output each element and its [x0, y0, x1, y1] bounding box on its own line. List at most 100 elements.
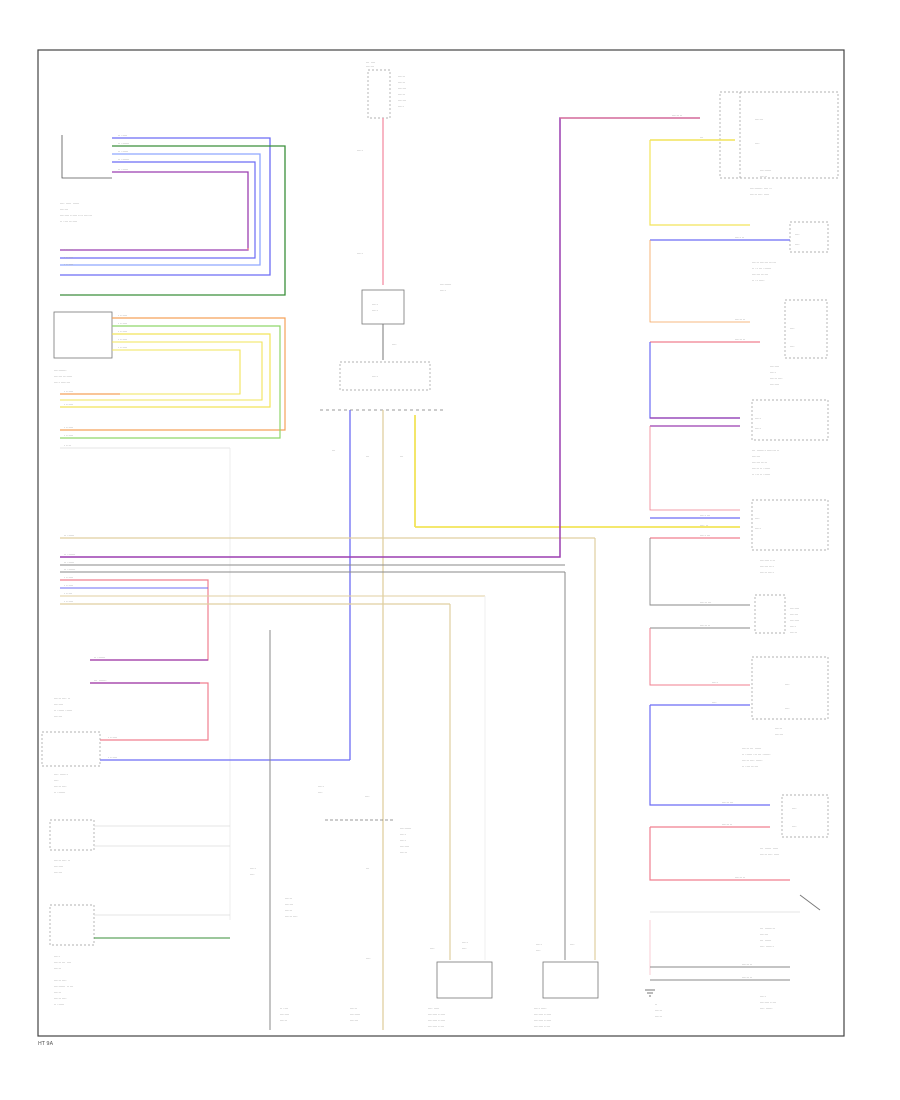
svg-text:······ ···: ······ ···: [700, 601, 711, 605]
svg-text:····: ····: [785, 707, 790, 711]
svg-text:·····: ·····: [440, 289, 446, 293]
svg-text:····: ····: [795, 243, 800, 247]
svg-text:·····: ·····: [54, 955, 60, 959]
svg-text:······ ···· ·····: ······ ···· ·····: [760, 853, 779, 857]
diagram-code: HT 9A: [38, 1041, 54, 1047]
svg-text:······ ·· ······: ······ ·· ······: [752, 467, 770, 471]
svg-text:········: ········: [280, 1013, 289, 1017]
svg-text:·· ·····: ·· ·····: [118, 134, 127, 138]
svg-text:····: ····: [366, 957, 371, 961]
svg-text:········: ········: [54, 703, 63, 707]
svg-text:······ ··: ······ ··: [700, 624, 710, 628]
svg-text:········: ········: [790, 607, 799, 611]
svg-text:··········: ··········: [400, 827, 411, 831]
svg-text:·· ······: ·· ······: [118, 168, 128, 172]
svg-text:·· ·······: ·· ·······: [118, 142, 129, 146]
left-door-switch: ···· ······· ···· ······ ···· ·· ·······: [41, 731, 101, 795]
svg-text:········ ·····: ········ ·····: [760, 1001, 776, 1005]
svg-text:·····: ·····: [712, 681, 718, 685]
svg-text:·······: ·······: [54, 871, 62, 875]
svg-text:·····: ·····: [372, 303, 378, 307]
center-bottom-switch: ····· ···· ···· ·········· ····· ····· ·…: [318, 785, 411, 1023]
svg-text:······ ··: ······ ··: [742, 963, 752, 967]
right-center-sensor: ···· ····· ········ ···· ······· ···· ··…: [751, 499, 829, 575]
svg-text:···· ·····: ···· ·····: [428, 1007, 439, 1011]
svg-text:··· ·········: ··· ·········: [760, 927, 775, 931]
svg-text:······: ······: [398, 75, 405, 79]
svg-text:···· ··: ···· ··: [700, 524, 708, 528]
svg-text:·· ····: ·· ····: [280, 1007, 288, 1011]
svg-text:······ ··: ······ ··: [722, 823, 732, 827]
svg-text:········: ········: [790, 619, 799, 623]
svg-text:·· ······: ·· ······: [54, 1003, 64, 1007]
left-rear-sensor: ······ ···· ·· ········ ·······: [49, 819, 230, 875]
svg-text:··: ··: [655, 1003, 657, 1007]
svg-text:·····: ·····: [755, 427, 761, 431]
svg-text:· ······: · ······: [118, 346, 127, 350]
svg-text:·····: ·····: [400, 833, 406, 837]
svg-text:· ······: · ······: [118, 322, 127, 326]
svg-text:······ ····: ······ ····: [54, 979, 67, 983]
svg-text:······· ········: ······· ········: [54, 375, 72, 379]
svg-text:····: ····: [392, 343, 397, 347]
svg-text:·····: ·····: [790, 625, 796, 629]
svg-text:· ······: · ······: [64, 390, 73, 394]
svg-text:········ ······: ········ ······: [534, 1019, 551, 1023]
svg-text:··········· ···· ··: ··········· ···· ··: [750, 187, 772, 191]
svg-text:·····: ·····: [318, 785, 324, 789]
svg-text:·· ······: ·· ······: [64, 534, 74, 538]
svg-text:······ ···· ··: ······ ···· ··: [54, 697, 70, 701]
svg-text:·······: ·······: [760, 933, 768, 937]
svg-text:·······: ·······: [752, 455, 760, 459]
svg-text:········ ······: ········ ······: [534, 1013, 551, 1017]
svg-text:····· ··: ····· ··: [735, 236, 744, 240]
svg-text:········ ····: ········ ····: [760, 559, 775, 563]
svg-text:···········: ···········: [54, 369, 67, 373]
right-front-sensor-box: ····· ···· ···· ····· ····· ········ ···…: [534, 943, 599, 1029]
svg-text:· ······: · ······: [64, 403, 73, 407]
svg-text:··· ········ ········ ··: ··· ········ ········ ··: [752, 449, 779, 453]
svg-text:· ······: · ······: [108, 736, 117, 740]
svg-text:··· ····: ··· ····: [366, 61, 375, 65]
svg-text:·····: ·····: [400, 839, 406, 843]
svg-text:····: ····: [792, 807, 797, 811]
svg-text:········ ·····: ········ ·····: [534, 1025, 550, 1029]
svg-text:·······: ·······: [398, 99, 406, 103]
right-passenger-sensor: ········ ······· ········ ····· ······: [754, 594, 799, 635]
svg-text:······ ···· ··: ······ ···· ··: [54, 859, 70, 863]
svg-text:· ······: · ······: [118, 330, 127, 334]
svg-text:·····: ·····: [760, 995, 766, 999]
svg-text:······: ······: [655, 1015, 662, 1019]
svg-text:· ······: · ······: [118, 338, 127, 342]
svg-text:······: ······: [398, 81, 405, 85]
svg-text:·······: ·······: [60, 208, 68, 212]
svg-text:·······: ·······: [775, 733, 783, 737]
svg-text:· ······: · ······: [64, 584, 73, 588]
wire-violet-long: [60, 117, 700, 558]
svg-text:······: ······: [350, 1007, 357, 1011]
svg-text:········ ······: ········ ······: [428, 1019, 445, 1023]
svg-text:······ ···: ······ ···: [722, 801, 733, 805]
right-tire-sensor: ····· ····· ··· ········ ········ ·· ···…: [751, 399, 829, 477]
svg-text:···· ·······: ···· ·······: [760, 945, 774, 949]
svg-text:·····: ·····: [357, 149, 363, 153]
diagram-frame: [37, 49, 845, 1037]
svg-text:···· ······: ···· ······: [760, 1007, 773, 1011]
svg-text:· ······: · ······: [64, 576, 73, 580]
svg-text:·····: ·····: [250, 867, 256, 871]
svg-text:····: ····: [365, 795, 370, 799]
svg-text:···· ····· ······: ···· ····· ······: [60, 202, 79, 206]
svg-text:·· ·······: ·· ·······: [64, 553, 75, 557]
svg-text:····: ····: [536, 949, 541, 953]
svg-text:·· ·· ·····: ·· ·· ·····: [752, 279, 765, 283]
svg-text:····: ····: [318, 791, 323, 795]
top-center-fuse-block: ··· ···· ······· ······ ······ ······· ·…: [366, 61, 406, 119]
svg-text:····: ····: [755, 142, 760, 146]
svg-text:·····: ·····: [755, 527, 761, 531]
svg-text:······ ··: ······ ··: [742, 976, 752, 980]
svg-text:··· ······: ··· ······: [760, 939, 771, 943]
svg-text:····· ···: ····· ···: [700, 534, 710, 538]
svg-text:···· ·······: ···· ·······: [54, 773, 68, 777]
svg-text:···: ···: [700, 136, 703, 140]
svg-text:······: ······: [790, 631, 797, 635]
